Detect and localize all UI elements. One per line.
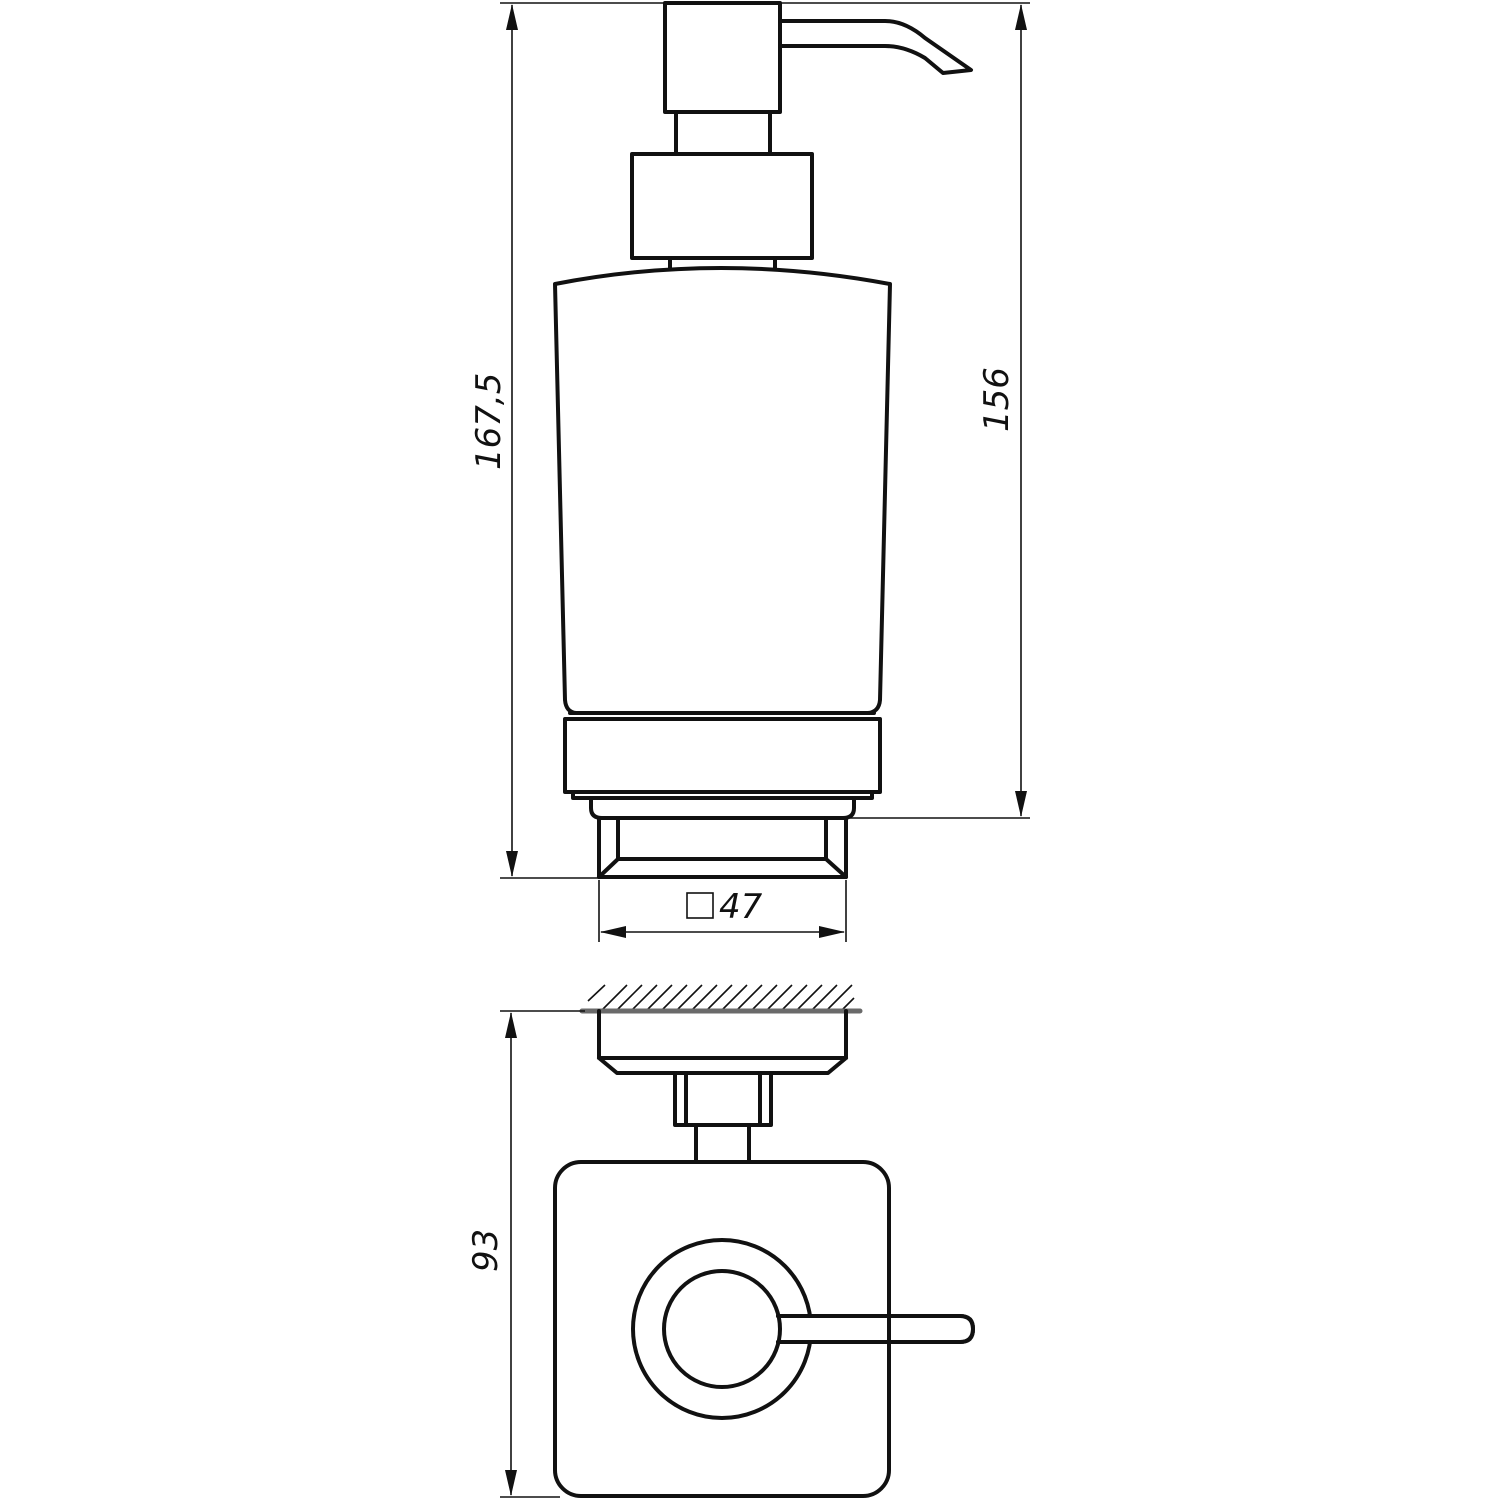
square-symbol-icon bbox=[686, 892, 714, 919]
dimension-overall-height bbox=[500, 2, 1030, 879]
inner-circle bbox=[662, 1269, 782, 1389]
pump-spout bbox=[778, 19, 973, 75]
bottle-body bbox=[553, 266, 892, 715]
pump-head bbox=[663, 1, 782, 114]
base-inner-recess bbox=[616, 816, 828, 861]
holder-arm bbox=[694, 1123, 751, 1164]
wall-hatch bbox=[587, 984, 855, 1010]
holder-ring bbox=[563, 717, 882, 794]
wall-plate bbox=[597, 1009, 848, 1075]
dimension-base-square bbox=[598, 880, 847, 942]
dimension-body-height bbox=[850, 4, 1030, 819]
pump-stem bbox=[674, 110, 772, 156]
mounting-stem bbox=[673, 1071, 773, 1127]
base-rounded-plate bbox=[589, 796, 856, 820]
base-block bbox=[597, 816, 848, 879]
dimension-label-body-height: 156 bbox=[977, 367, 1017, 432]
bottle-neck bbox=[668, 256, 777, 271]
dimension-label-wall-projection: 93 bbox=[466, 1229, 506, 1272]
pump-collar bbox=[630, 152, 814, 260]
front-view bbox=[553, 1, 973, 879]
top-view bbox=[553, 984, 975, 1498]
dimension-wall-projection bbox=[500, 1010, 585, 1498]
dimension-label-base-square: 47 bbox=[719, 887, 763, 927]
dimension-label-overall-height: 167,5 bbox=[469, 373, 509, 470]
holder-square-top bbox=[553, 1160, 891, 1498]
base-chamfer bbox=[597, 857, 848, 879]
holder-ring-lip bbox=[571, 790, 874, 800]
